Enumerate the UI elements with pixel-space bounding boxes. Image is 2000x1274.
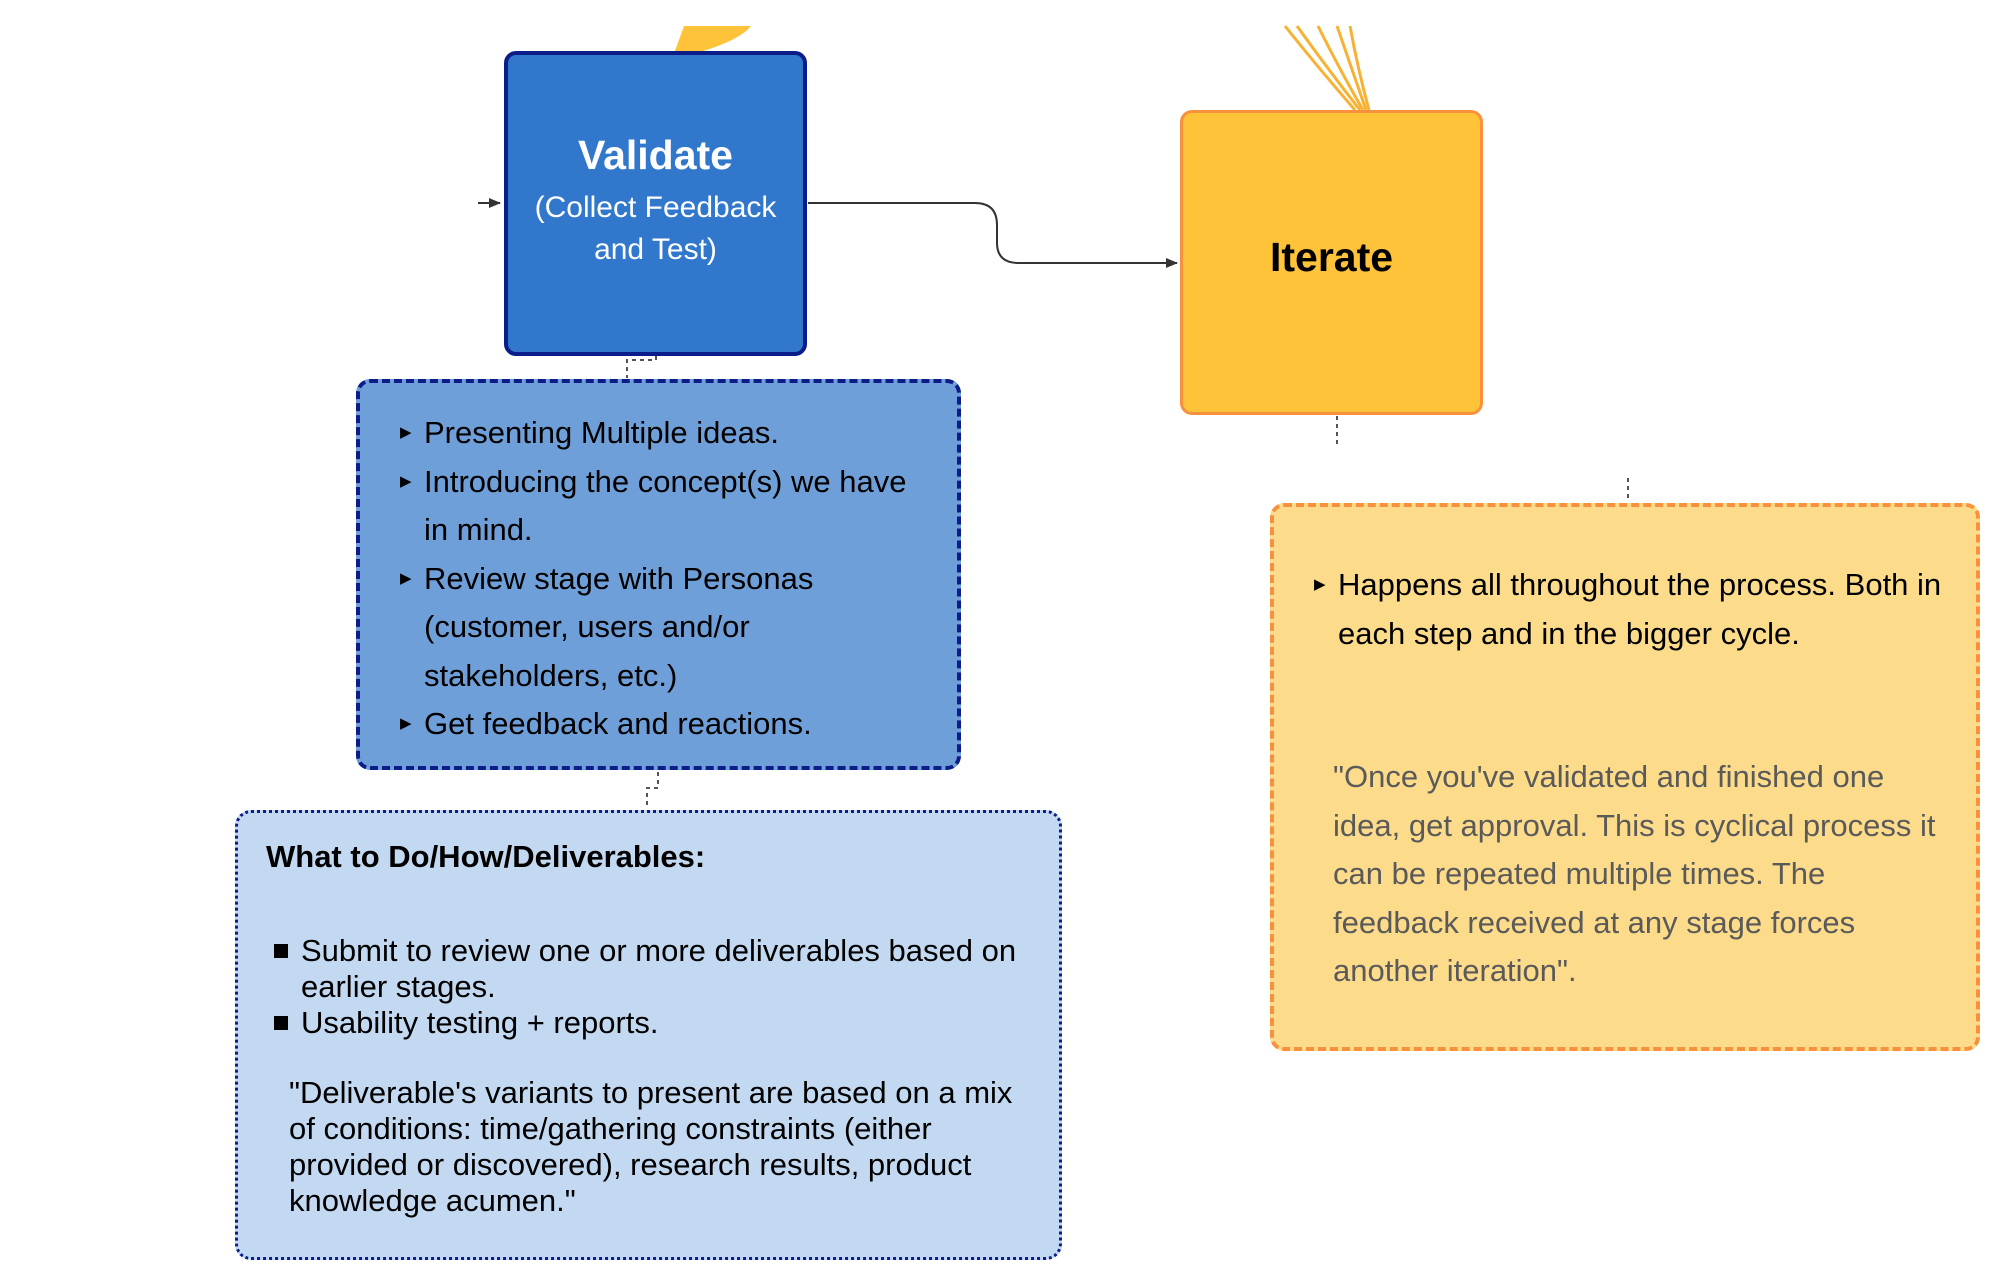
triangle-right-bullet-icon: ▶ bbox=[400, 472, 412, 490]
validate-title: Validate bbox=[578, 132, 733, 178]
iterate-title: Iterate bbox=[1269, 234, 1394, 280]
triangle-right-bullet-icon: ▶ bbox=[400, 424, 412, 441]
deliverables-box[interactable]: What to Do/How/Deliverables: Submit to r… bbox=[235, 810, 1062, 1260]
black-square-bullet-icon bbox=[274, 944, 288, 958]
iterate-notes-list: ▶ Happens all throughout the process. Bo… bbox=[1314, 561, 1954, 658]
deliverables-list: Submit to review one or more deliverable… bbox=[274, 933, 1034, 1041]
triangle-right-bullet-icon: ▶ bbox=[400, 715, 412, 732]
list-item: ▶ Review stage with Personas (customer, … bbox=[400, 555, 937, 701]
list-item: Usability testing + reports. bbox=[274, 1005, 1034, 1041]
list-item-text: Review stage with Personas (customer, us… bbox=[424, 560, 814, 693]
list-item: ▶ Introducing the concept(s) we have in … bbox=[400, 458, 937, 555]
connector-validate-to-iterate bbox=[808, 202, 1178, 268]
triangle-right-bullet-icon: ▶ bbox=[400, 569, 412, 587]
list-item: ▶ Presenting Multiple ideas. bbox=[400, 409, 937, 458]
iterate-quote: "Once you've validated and finished one … bbox=[1333, 759, 1936, 988]
list-item: Submit to review one or more deliverable… bbox=[274, 933, 1034, 1005]
iterate-notes-box[interactable]: ▶ Happens all throughout the process. Bo… bbox=[1270, 503, 1980, 1051]
validate-node[interactable]: Validate (Collect Feedback and Test) bbox=[504, 51, 807, 356]
list-item-text: Presenting Multiple ideas. bbox=[424, 415, 779, 450]
validate-subtitle: (Collect Feedback and Test) bbox=[534, 191, 777, 266]
incoming-curves-iterate bbox=[1283, 25, 1371, 111]
deliverables-heading: What to Do/How/Deliverables: bbox=[266, 839, 706, 874]
list-item-text: Introducing the concept(s) we have in mi… bbox=[424, 463, 907, 548]
list-item-text: Get feedback and reactions. bbox=[424, 706, 812, 741]
list-item: ▶ Happens all throughout the process. Bo… bbox=[1314, 561, 1954, 658]
list-item-text: Usability testing + reports. bbox=[301, 1005, 659, 1040]
black-square-bullet-icon bbox=[274, 1016, 288, 1030]
list-item-text: Happens all throughout the process. Both… bbox=[1338, 567, 1942, 651]
list-item: ▶ Get feedback and reactions. bbox=[400, 700, 937, 749]
deliverables-quote: "Deliverable's variants to present are b… bbox=[289, 1075, 1013, 1218]
validate-notes-list: ▶ Presenting Multiple ideas. ▶ Introduci… bbox=[400, 409, 937, 749]
list-item-text: Submit to review one or more deliverable… bbox=[301, 933, 1017, 1004]
iterate-node[interactable]: Iterate bbox=[1180, 110, 1483, 415]
validate-notes-box[interactable]: ▶ Presenting Multiple ideas. ▶ Introduci… bbox=[356, 379, 961, 770]
triangle-right-bullet-icon: ▶ bbox=[1314, 576, 1326, 593]
